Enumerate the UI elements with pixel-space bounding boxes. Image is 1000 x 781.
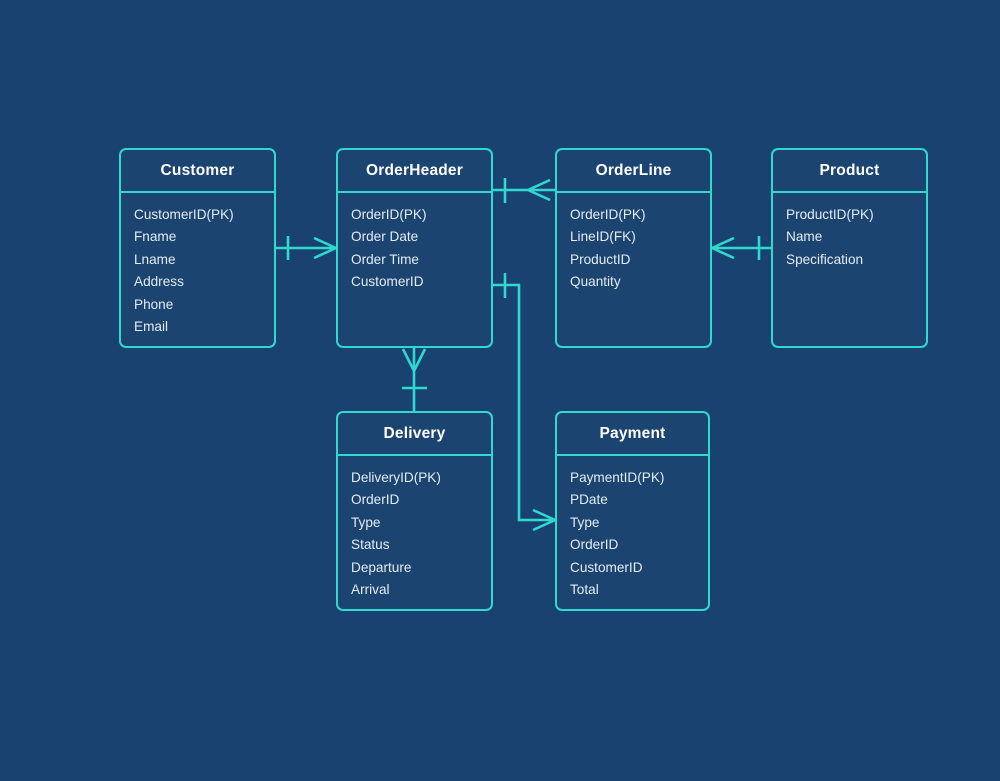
attribute-row: LineID(FK)	[570, 229, 636, 245]
attribute-row: CustomerID	[351, 274, 424, 290]
entity-customer[interactable]: Customer CustomerID(PK) Fname Lname Addr…	[119, 148, 276, 348]
attribute-row: Arrival	[351, 582, 390, 598]
entity-delivery[interactable]: Delivery DeliveryID(PK) OrderID Type Sta…	[336, 411, 493, 611]
attribute-row: Phone	[134, 296, 174, 312]
attribute-row: OrderID(PK)	[351, 207, 427, 222]
entity-header-product: Product	[773, 150, 926, 193]
attribute-row: PDate	[570, 492, 608, 508]
entity-header-customer: Customer	[121, 150, 274, 193]
attribute-row: Order Date	[351, 229, 419, 245]
attribute-row: Email	[134, 319, 168, 335]
entity-header-orderheader: OrderHeader	[338, 150, 491, 193]
entity-product[interactable]: Product ProductID(PK) Name Specification	[771, 148, 928, 348]
entity-attributes-delivery: DeliveryID(PK) OrderID Type Status Depar…	[338, 456, 491, 601]
attribute-row: Fname	[134, 229, 177, 245]
attribute-row: Specification	[786, 251, 864, 267]
connector-customer-orderheader[interactable]	[276, 236, 337, 260]
entity-header-delivery: Delivery	[338, 413, 491, 456]
attribute-row: Total	[570, 582, 599, 598]
attribute-row: Departure	[351, 559, 412, 575]
entity-title-payment: Payment	[599, 424, 666, 442]
entity-header-payment: Payment	[557, 413, 708, 456]
connector-orderheader-payment[interactable]	[493, 273, 556, 532]
entity-orderline[interactable]: OrderLine OrderID(PK) LineID(FK) Product…	[555, 148, 712, 348]
attribute-row: OrderID	[351, 492, 400, 508]
attribute-row: Type	[351, 514, 381, 530]
attribute-row: OrderID(PK)	[570, 207, 646, 222]
entity-title-customer: Customer	[160, 161, 235, 179]
connector-orderheader-orderline[interactable]	[493, 178, 555, 203]
attribute-row: ProductID	[570, 251, 631, 267]
attribute-row: Address	[134, 274, 184, 290]
entity-header-orderline: OrderLine	[557, 150, 710, 193]
entity-attributes-payment: PaymentID(PK) PDate Type OrderID Custome…	[557, 456, 708, 601]
entity-title-product: Product	[819, 161, 880, 179]
entity-attributes-customer: CustomerID(PK) Fname Lname Address Phone…	[121, 193, 274, 338]
attribute-row: CustomerID(PK)	[134, 207, 234, 222]
attribute-row: ProductID(PK)	[786, 207, 874, 222]
attribute-row: Quantity	[570, 274, 621, 290]
entity-title-orderline: OrderLine	[595, 161, 672, 179]
attribute-row: PaymentID(PK)	[570, 470, 665, 485]
entity-attributes-orderline: OrderID(PK) LineID(FK) ProductID Quantit…	[557, 193, 710, 294]
attribute-row: Status	[351, 537, 390, 553]
connector-orderheader-delivery[interactable]	[401, 348, 427, 411]
attribute-row: CustomerID	[570, 559, 643, 575]
attribute-row: OrderID	[570, 537, 619, 553]
entity-title-orderheader: OrderHeader	[366, 161, 463, 179]
entity-title-delivery: Delivery	[383, 424, 446, 442]
entity-payment[interactable]: Payment PaymentID(PK) PDate Type OrderID…	[555, 411, 710, 611]
attribute-row: Name	[786, 229, 823, 245]
attribute-row: Lname	[134, 251, 176, 267]
connector-orderline-product[interactable]	[711, 236, 771, 260]
entity-attributes-orderheader: OrderID(PK) Order Date Order Time Custom…	[338, 193, 491, 294]
attribute-row: Type	[570, 514, 600, 530]
attribute-row: DeliveryID(PK)	[351, 470, 441, 485]
entity-attributes-product: ProductID(PK) Name Specification	[773, 193, 926, 271]
attribute-row: Order Time	[351, 251, 419, 267]
entity-orderheader[interactable]: OrderHeader OrderID(PK) Order Date Order…	[336, 148, 493, 348]
